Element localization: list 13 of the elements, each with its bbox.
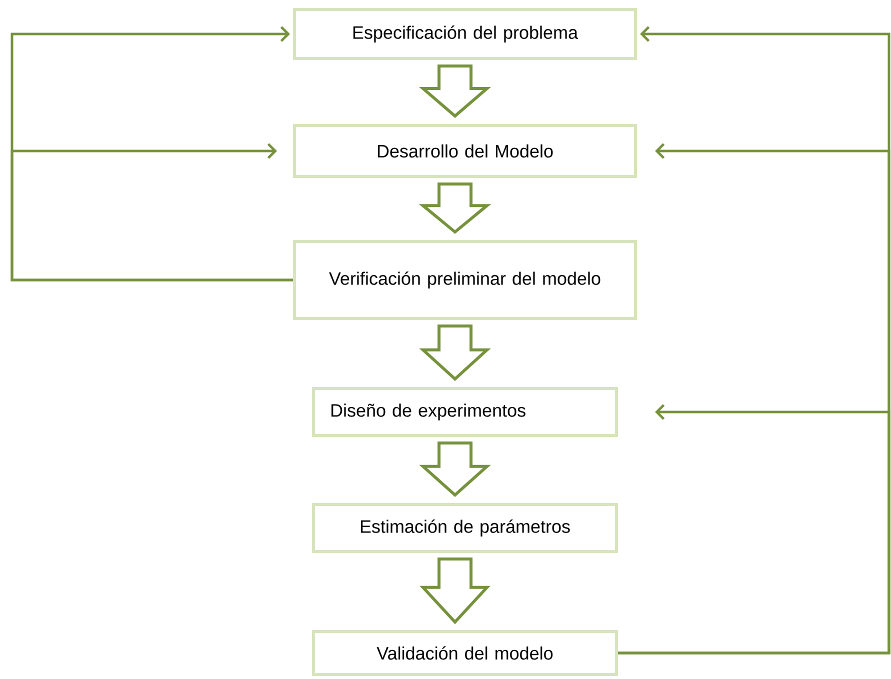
block-arrow [419,324,491,382]
block-arrow [420,557,490,624]
block-arrow [419,441,491,497]
process-box: Diseño de experimentos [312,386,618,437]
block-arrow [418,64,492,118]
process-box: Verificación preliminar del modelo [293,240,637,320]
arrow [618,404,890,654]
arrow [10,143,293,282]
process-box: Desarrollo del Modelo [293,124,637,178]
block-arrow [418,182,492,234]
process-box: Validación del modelo [312,630,618,676]
process-box: Especificación del problema [293,8,637,60]
process-box: Estimación de parámetros [312,502,618,553]
